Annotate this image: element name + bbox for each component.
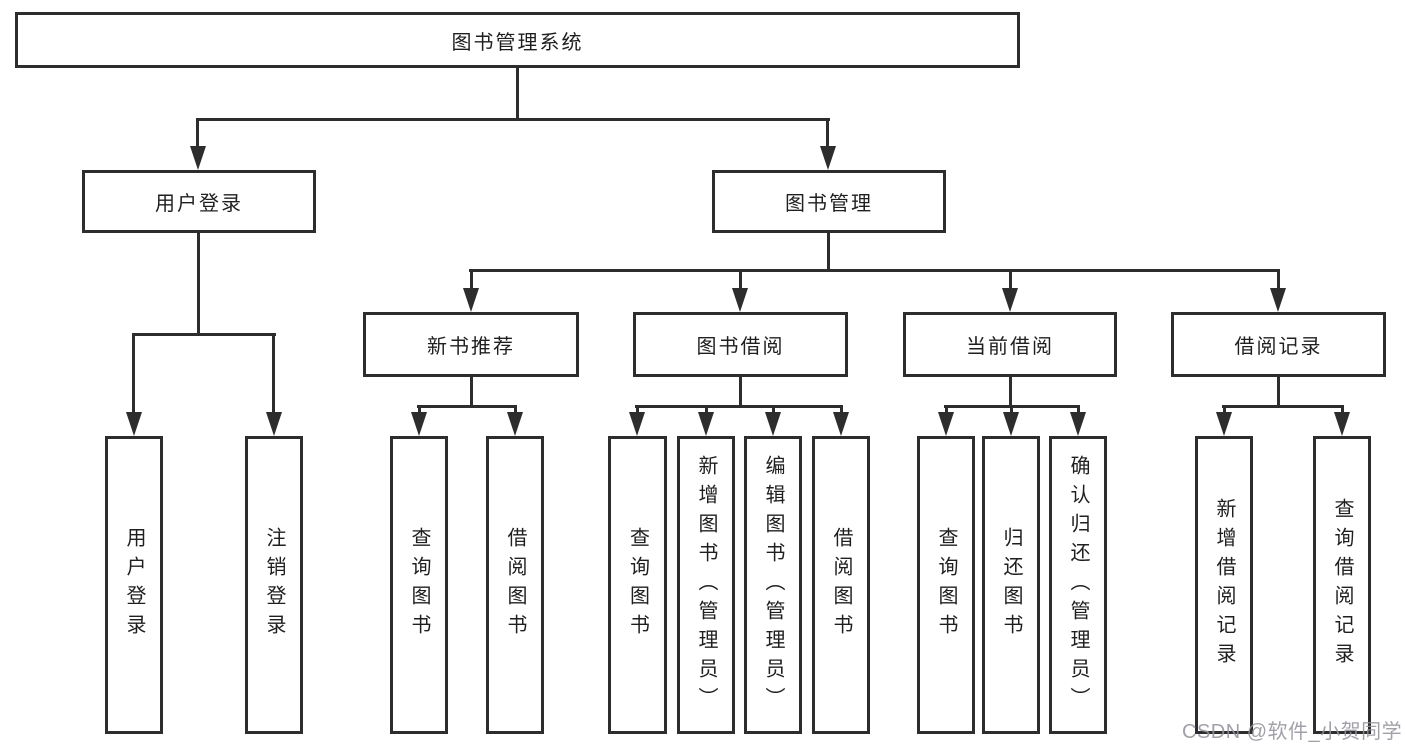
node-return-books: 归还图书 <box>982 436 1040 734</box>
node-label: 用户登录 <box>123 527 145 643</box>
connector-vline <box>1010 405 1013 415</box>
node-label: 注销登录 <box>263 527 285 643</box>
arrow-down-icon <box>507 412 523 436</box>
connector-vline <box>636 405 639 415</box>
connector-vline <box>470 377 473 408</box>
connector-vline <box>514 405 517 415</box>
arrow-down-icon <box>463 288 479 312</box>
node-label: 用户登录 <box>155 193 243 215</box>
node-label: 图书管理 <box>785 193 873 215</box>
node-borrow-books-recommend: 借阅图书 <box>486 436 544 734</box>
connector-hline <box>1222 405 1344 408</box>
arrow-down-icon <box>1070 412 1086 436</box>
node-logout-action: 注销登录 <box>245 436 303 734</box>
connector-vline <box>739 377 742 408</box>
node-library-management-system: 图书管理系统 <box>15 12 1020 68</box>
arrow-down-icon <box>1003 412 1019 436</box>
node-label: 查询图书 <box>935 527 957 643</box>
connector-vline <box>418 405 421 415</box>
arrow-down-icon <box>1270 288 1286 312</box>
arrow-down-icon <box>938 412 954 436</box>
node-new-book-recommendation: 新书推荐 <box>363 312 579 377</box>
node-query-books-borrowing: 查询图书 <box>608 436 667 734</box>
arrow-down-icon <box>629 412 645 436</box>
node-label: 查询借阅记录 <box>1331 498 1353 672</box>
connector-vline <box>1009 269 1012 293</box>
connector-vline <box>196 118 199 150</box>
node-add-borrow-record: 新增借阅记录 <box>1195 436 1253 734</box>
connector-vline <box>1277 269 1280 293</box>
arrow-down-icon <box>266 412 282 436</box>
connector-vline <box>739 269 742 293</box>
node-borrowing-records: 借阅记录 <box>1171 312 1386 377</box>
connector-hline <box>469 269 1280 272</box>
connector-hline <box>417 405 517 408</box>
arrow-down-icon <box>1334 412 1350 436</box>
node-query-books-recommend: 查询图书 <box>390 436 448 734</box>
arrow-down-icon <box>1002 288 1018 312</box>
arrow-down-icon <box>765 412 781 436</box>
arrow-down-icon <box>732 288 748 312</box>
node-label: 借阅图书 <box>504 527 526 643</box>
connector-vline <box>1341 405 1344 415</box>
node-label: 确认归还（管理员） <box>1067 454 1089 716</box>
watermark: CSDN @软件_小贺同学 <box>1182 721 1403 743</box>
connector-hline <box>635 405 843 408</box>
node-confirm-return-admin: 确认归还（管理员） <box>1049 436 1107 734</box>
arrow-down-icon <box>820 146 836 170</box>
node-query-books-current: 查询图书 <box>917 436 975 734</box>
node-edit-books-admin: 编辑图书（管理员） <box>744 436 802 734</box>
connector-vline <box>132 333 135 415</box>
arrow-down-icon <box>411 412 427 436</box>
arrow-down-icon <box>1216 412 1232 436</box>
node-current-borrowing: 当前借阅 <box>903 312 1117 377</box>
node-label: 借阅图书 <box>830 527 852 643</box>
node-label: 图书管理系统 <box>451 31 584 54</box>
connector-vline <box>470 269 473 293</box>
arrow-down-icon <box>698 412 714 436</box>
connector-hline <box>132 333 276 336</box>
arrow-down-icon <box>190 146 206 170</box>
connector-vline <box>705 405 708 415</box>
connector-vline <box>516 68 519 121</box>
node-user-login-action: 用户登录 <box>105 436 163 734</box>
node-label: 查询图书 <box>626 527 649 643</box>
connector-hline <box>196 118 830 121</box>
arrow-down-icon <box>833 412 849 436</box>
node-book-management-branch: 图书管理 <box>712 170 946 233</box>
node-label: 归还图书 <box>1000 527 1022 643</box>
connector-vline <box>1277 377 1280 408</box>
connector-vline <box>826 118 829 150</box>
connector-vline <box>840 405 843 415</box>
node-label: 图书借阅 <box>696 336 785 358</box>
connector-vline <box>1223 405 1226 415</box>
connector-vline <box>1077 405 1080 415</box>
node-label: 当前借阅 <box>966 336 1054 358</box>
arrow-down-icon <box>126 412 142 436</box>
node-book-borrowing: 图书借阅 <box>633 312 848 377</box>
connector-vline <box>945 405 948 415</box>
connector-vline <box>827 233 830 272</box>
connector-vline <box>272 333 275 415</box>
node-label: 编辑图书（管理员） <box>762 454 784 716</box>
node-label: 新增图书（管理员） <box>695 454 717 716</box>
connector-vline <box>197 233 200 336</box>
node-label: 新书推荐 <box>427 336 515 358</box>
node-query-borrow-record: 查询借阅记录 <box>1313 436 1371 734</box>
connector-vline <box>772 405 775 415</box>
node-borrow-books: 借阅图书 <box>812 436 870 734</box>
node-label: 查询图书 <box>408 527 430 643</box>
connector-vline <box>1009 377 1012 408</box>
node-add-books-admin: 新增图书（管理员） <box>677 436 735 734</box>
node-label: 借阅记录 <box>1234 336 1323 358</box>
node-label: 新增借阅记录 <box>1213 498 1235 672</box>
node-user-login-branch: 用户登录 <box>82 170 316 233</box>
